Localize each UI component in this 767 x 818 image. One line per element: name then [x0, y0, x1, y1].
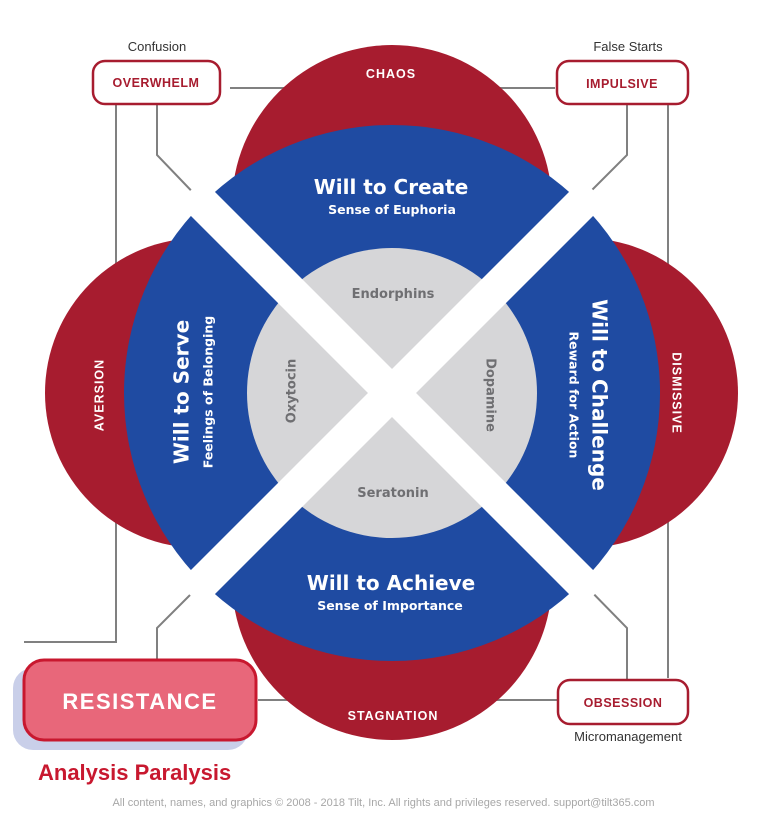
quadrant-subtitle-right: Reward for Action: [567, 332, 582, 459]
petal-label-right: DISMISSIVE: [670, 352, 684, 434]
pill-obsession-label: OBSESSION: [584, 696, 663, 710]
pill-obsession: OBSESSION: [556, 678, 690, 726]
pill-overwhelm: OVERWHELM: [91, 59, 222, 106]
connector-impulsive-diag: [576, 104, 628, 206]
petal-label-top: CHAOS: [366, 67, 416, 81]
quadrant-title-right: Will to Challenge: [588, 299, 612, 491]
copyright-footer: All content, names, and graphics © 2008 …: [112, 797, 655, 809]
center-label-bottom: Seratonin: [357, 486, 428, 501]
center-label-top: Endorphins: [352, 287, 435, 302]
pill-resistance: RESISTANCE: [13, 658, 258, 750]
connector-obsession-diag: [579, 579, 628, 680]
pill-resistance-label: RESISTANCE: [62, 689, 217, 714]
pill-impulsive-label: IMPULSIVE: [586, 77, 658, 91]
caption-micromanagement: Micromanagement: [574, 729, 682, 744]
quadrant-title-bottom: Will to Achieve: [307, 571, 475, 595]
center-label-left: Oxytocin: [285, 359, 300, 423]
quadrant-subtitle-bottom: Sense of Importance: [317, 598, 463, 613]
center-label-right: Dopamine: [483, 358, 498, 432]
caption-confusion: Confusion: [128, 39, 187, 54]
connector-resistance-diag: [156, 579, 206, 665]
caption-analysis-paralysis: Analysis Paralysis: [38, 760, 231, 785]
quadrant-subtitle-top: Sense of Euphoria: [328, 202, 456, 217]
petal-label-left: AVERSION: [92, 359, 106, 431]
caption-false-starts: False Starts: [593, 39, 663, 54]
quadrant-subtitle-left: Feelings of Belonging: [201, 316, 216, 468]
connector-overwhelm-diag: [156, 104, 206, 206]
quadrant-title-top: Will to Create: [314, 175, 469, 199]
quadrant-title-left: Will to Serve: [170, 320, 194, 464]
x-separator: [177, 178, 607, 608]
petal-label-bottom: STAGNATION: [348, 709, 439, 723]
pill-impulsive: IMPULSIVE: [555, 59, 690, 106]
pill-overwhelm-label: OVERWHELM: [113, 76, 200, 90]
